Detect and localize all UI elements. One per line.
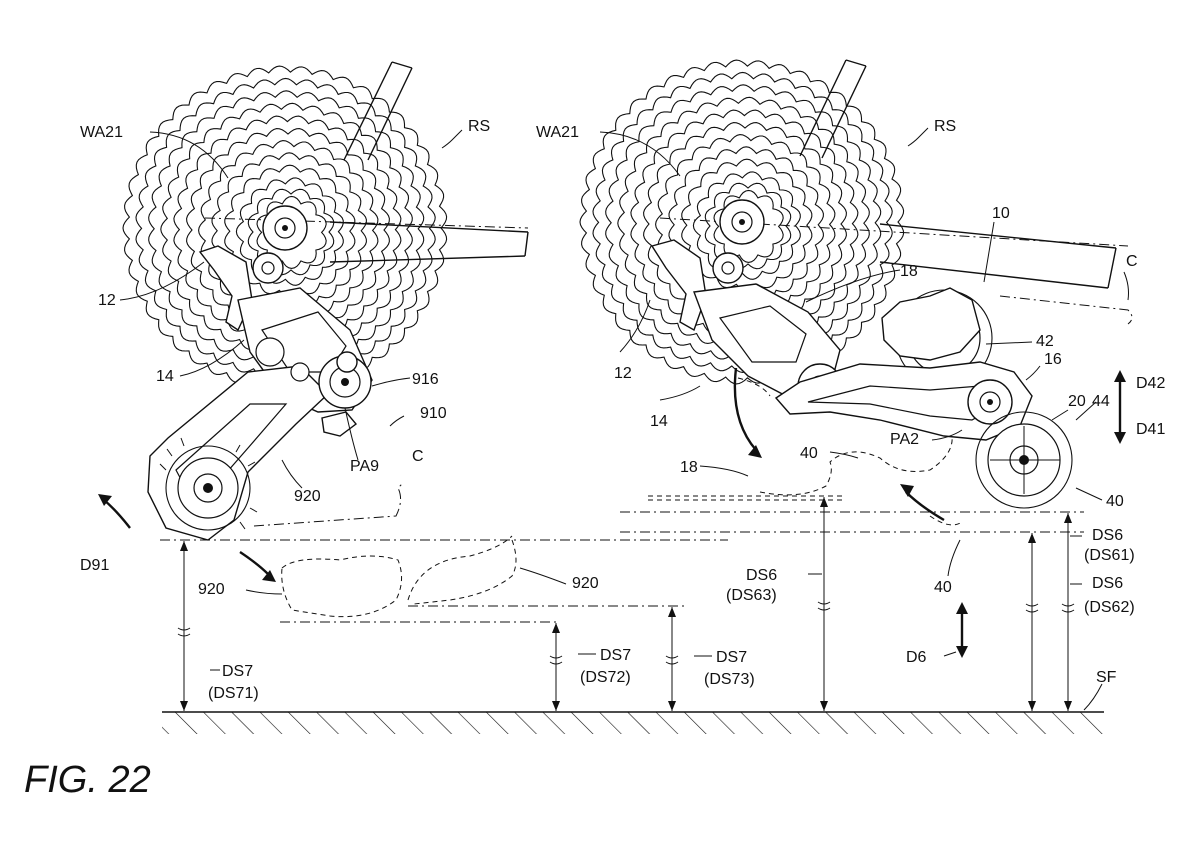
label-rs-right: RS [934,118,956,135]
label-ds61: (DS61) [1084,547,1135,564]
label-ds7-b: DS7 [600,647,631,664]
label-d42: D42 [1136,375,1165,392]
label-14-left: 14 [156,368,174,385]
label-ds6-b: DS6 [746,567,777,584]
sprocket-ring [247,188,335,276]
sprocket-ring [235,177,344,286]
right-leader-lines [599,127,1129,711]
label-ds6-a: DS6 [1092,527,1123,544]
label-ds7-a: DS7 [222,663,253,680]
label-d41: D41 [1136,421,1165,438]
label-pa9: PA9 [350,458,379,475]
label-10: 10 [992,205,1010,222]
label-wa21-right: WA21 [536,124,579,141]
right-dimension-lines [817,497,1075,711]
right-frame-tubes [659,59,1133,325]
sprocket-ring [655,134,836,315]
left-derailleur-910 [147,205,373,541]
label-c-left: C [412,448,424,465]
figure-title: FIG. 22 [24,759,151,801]
label-14-right: 14 [650,413,668,430]
label-16: 16 [1044,351,1062,368]
label-920-left: 920 [198,581,225,598]
label-rs-left: RS [468,118,490,135]
label-18-lower: 18 [680,459,698,476]
label-d6: D6 [906,649,927,666]
label-ds63: (DS63) [726,587,777,604]
label-c-right: C [1126,253,1138,270]
right-chain-lines [620,377,1084,533]
left-arrows [98,494,276,582]
label-ds73: (DS73) [704,671,755,688]
sprocket-ring [198,140,379,321]
sprocket-ring [681,158,813,292]
right-derailleur-10 [650,199,1073,509]
label-40-upper: 40 [800,445,818,462]
sprocket-ring [692,171,801,280]
label-916: 916 [412,371,439,388]
sprocket-ring [256,195,327,269]
label-pa2: PA2 [890,431,919,448]
right-arrows [733,367,1126,658]
label-ds72: (DS72) [580,669,631,686]
label-ds62: (DS62) [1084,599,1135,616]
right-view: WA21 RS 10 C 18 12 42 16 D42 20 44 D41 1… [536,59,1165,711]
label-12-right: 12 [614,365,632,382]
label-sf: SF [1096,669,1117,686]
label-44: 44 [1092,393,1110,410]
sprocket-ring [211,152,367,310]
label-ds7-c: DS7 [716,649,747,666]
left-chain-lines [160,483,728,623]
label-12-left: 12 [98,292,116,309]
label-920-upper: 920 [294,488,321,505]
left-leader-lines [119,129,567,595]
label-42: 42 [1036,333,1054,350]
label-40-right: 40 [1106,493,1124,510]
label-ds6-c: DS6 [1092,575,1123,592]
label-18-upper: 18 [900,263,918,280]
label-910: 910 [420,405,447,422]
label-wa21-left: WA21 [80,124,123,141]
sprocket-ring [668,146,824,304]
left-dimension-lines [177,541,679,711]
right-labels: WA21 RS 10 C 18 12 42 16 D42 20 44 D41 1… [536,118,1165,686]
sprocket-ring [186,128,390,332]
label-20: 20 [1068,393,1086,410]
label-40-lower: 40 [934,579,952,596]
sprocket-ring [224,164,356,298]
left-view: WA21 RS 12 14 916 910 PA9 C 920 D91 920 … [80,61,755,711]
sprocket-ring [713,189,784,263]
label-ds71: (DS71) [208,685,259,702]
sprocket-ring [704,182,792,270]
label-d91: D91 [80,557,109,574]
label-920-right: 920 [572,575,599,592]
ground-surface [162,711,1104,734]
left-labels: WA21 RS 12 14 916 910 PA9 C 920 D91 920 … [80,118,755,702]
